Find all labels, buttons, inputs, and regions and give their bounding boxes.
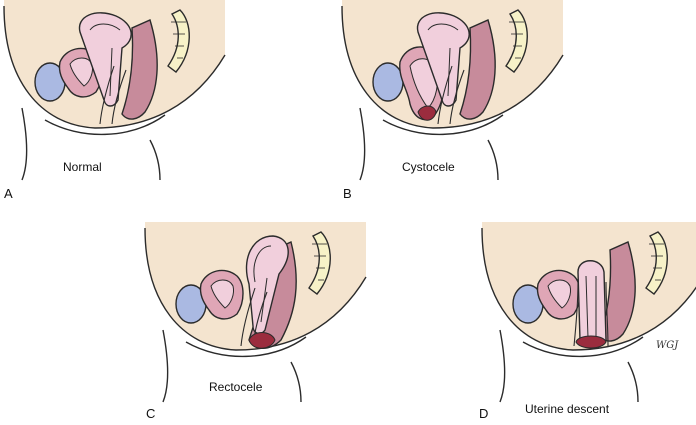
bladder-lumen: [547, 279, 571, 309]
perineum-contour: [359, 107, 504, 181]
vaginal-canal: [573, 281, 609, 347]
sacrum: [505, 9, 528, 73]
uterine-cavity: [585, 275, 597, 339]
bladder-lumen: [69, 57, 93, 87]
panel-letter-c: C: [146, 406, 156, 421]
bladder-lumen: [210, 279, 234, 309]
panel-letter-b: B: [343, 186, 352, 201]
anatomy-illustration-d: [481, 222, 696, 403]
pelvic-outline: [341, 5, 564, 129]
uterine-cavity: [427, 23, 459, 97]
caption-c: Rectocele: [209, 380, 263, 394]
vaginal-canal: [99, 65, 127, 125]
illustrator-signature: WGJ: [656, 340, 679, 351]
anatomy-illustration-c: [144, 222, 367, 403]
rectocele-bulge: [248, 332, 276, 349]
sacrum: [645, 231, 668, 295]
panel-c-diagram: [141, 222, 371, 403]
pelvic-outline: [481, 227, 696, 351]
pelvic-outline: [3, 5, 226, 129]
anatomy-illustration-b: [341, 0, 564, 181]
panel-b-diagram: [338, 0, 568, 181]
uterine-cavity: [89, 23, 121, 97]
anatomy-illustration-a: [3, 0, 226, 181]
rectum: [121, 19, 158, 120]
sacrum: [308, 231, 331, 295]
rectum: [459, 19, 496, 120]
bladder-lumen: [409, 58, 439, 109]
caption-d: Uterine descent: [525, 402, 610, 416]
uterus: [416, 12, 470, 107]
uterus: [78, 12, 132, 107]
caption-a: Normal: [63, 160, 102, 174]
panel-a-diagram: [0, 0, 230, 181]
pelvic-outline: [144, 227, 367, 351]
panel-letter-d: D: [479, 406, 489, 421]
cervix-descent: [575, 335, 607, 349]
rectum: [599, 241, 636, 342]
panel-d-diagram: [478, 222, 696, 403]
perineum-contour: [499, 329, 644, 403]
panel-letter-a: A: [4, 186, 13, 201]
pubic-bone: [372, 62, 404, 102]
perineum-contour: [162, 329, 307, 403]
sacrum: [167, 9, 190, 73]
caption-b: Cystocele: [402, 160, 455, 174]
cystocele-bulge: [417, 105, 437, 121]
perineum-contour: [21, 107, 166, 181]
uterus: [577, 260, 607, 349]
vaginal-canal: [437, 65, 465, 125]
